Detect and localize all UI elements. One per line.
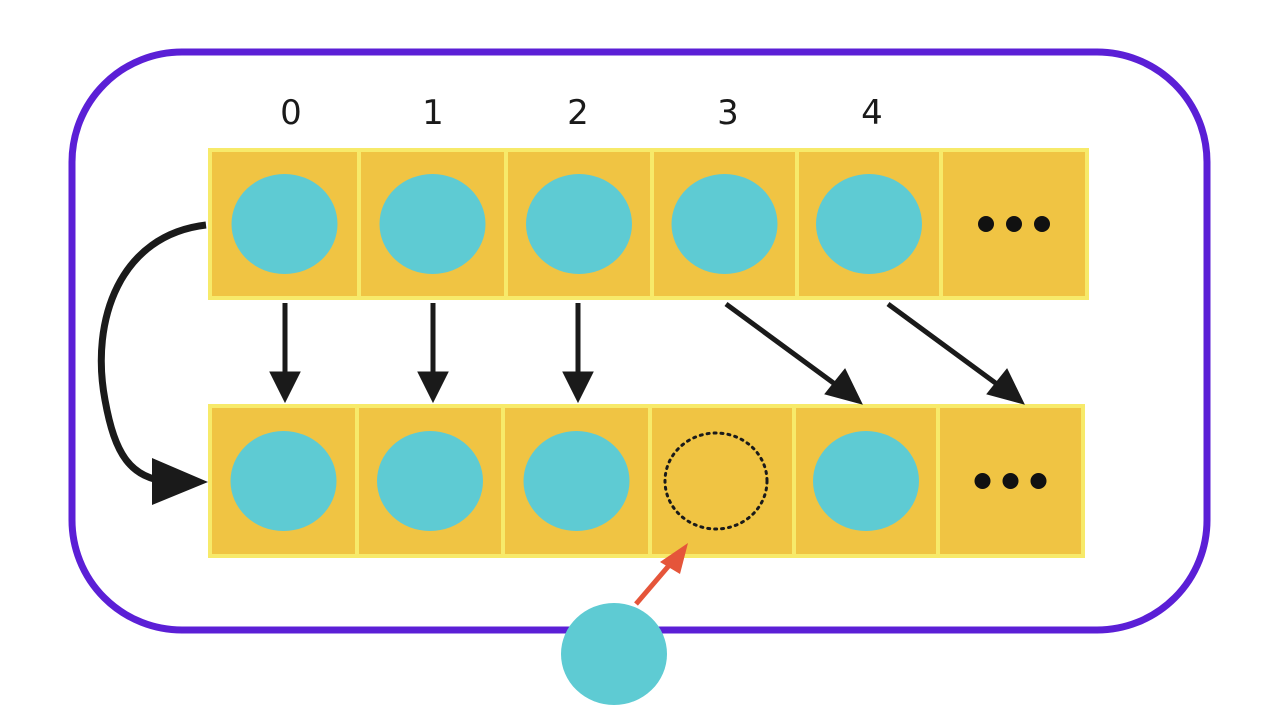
bottom-cell-1 <box>355 404 505 558</box>
ellipsis-dot <box>974 473 991 489</box>
element-circle <box>379 174 486 274</box>
top-array-row <box>208 148 1089 300</box>
element-circle <box>523 431 630 531</box>
bottom-array-row <box>208 404 1085 558</box>
element-circle <box>526 174 632 274</box>
bottom-cell-2 <box>501 404 652 558</box>
bottom-cell-0 <box>208 404 359 558</box>
ellipsis-dot <box>1002 473 1019 489</box>
ellipsis-dot <box>1006 216 1022 232</box>
bottom-cell-4 <box>792 404 940 558</box>
empty-slot-circle <box>663 431 769 531</box>
element-circle <box>230 431 337 531</box>
shift-arrows <box>269 301 1025 405</box>
index-labels: 0 1 2 3 4 <box>280 93 883 133</box>
top-cell-1 <box>357 148 508 300</box>
top-cell-0 <box>208 148 361 300</box>
ellipsis-dot <box>978 216 994 232</box>
element-circle <box>231 174 338 274</box>
new-element-circle <box>561 603 667 705</box>
arrow-3-to-4 <box>724 301 863 405</box>
element-circle <box>671 174 778 274</box>
array-cell <box>648 404 796 558</box>
index-label: 0 <box>280 93 302 133</box>
index-label: 1 <box>422 93 444 133</box>
element-circle <box>377 431 483 531</box>
element-circle <box>813 431 919 531</box>
curved-arrow <box>97 221 208 505</box>
index-label: 3 <box>717 93 739 133</box>
insert-arrow <box>634 543 688 606</box>
arrow-1-to-1 <box>417 303 449 404</box>
arrow-4-to-5 <box>886 301 1025 405</box>
index-label: 2 <box>567 93 589 133</box>
top-cell-3 <box>650 148 799 300</box>
index-label: 4 <box>861 93 883 133</box>
top-cell-5 <box>939 148 1089 300</box>
bottom-cell-3 <box>648 404 796 558</box>
element-circle <box>816 174 922 274</box>
ellipsis-dot <box>1030 473 1047 489</box>
ellipsis-dot <box>1034 216 1050 232</box>
arrow-0-to-0 <box>269 303 301 404</box>
top-cell-2 <box>504 148 654 300</box>
top-cell-4 <box>795 148 943 300</box>
bottom-cell-5 <box>936 404 1085 558</box>
arrow-2-to-2 <box>562 303 594 404</box>
